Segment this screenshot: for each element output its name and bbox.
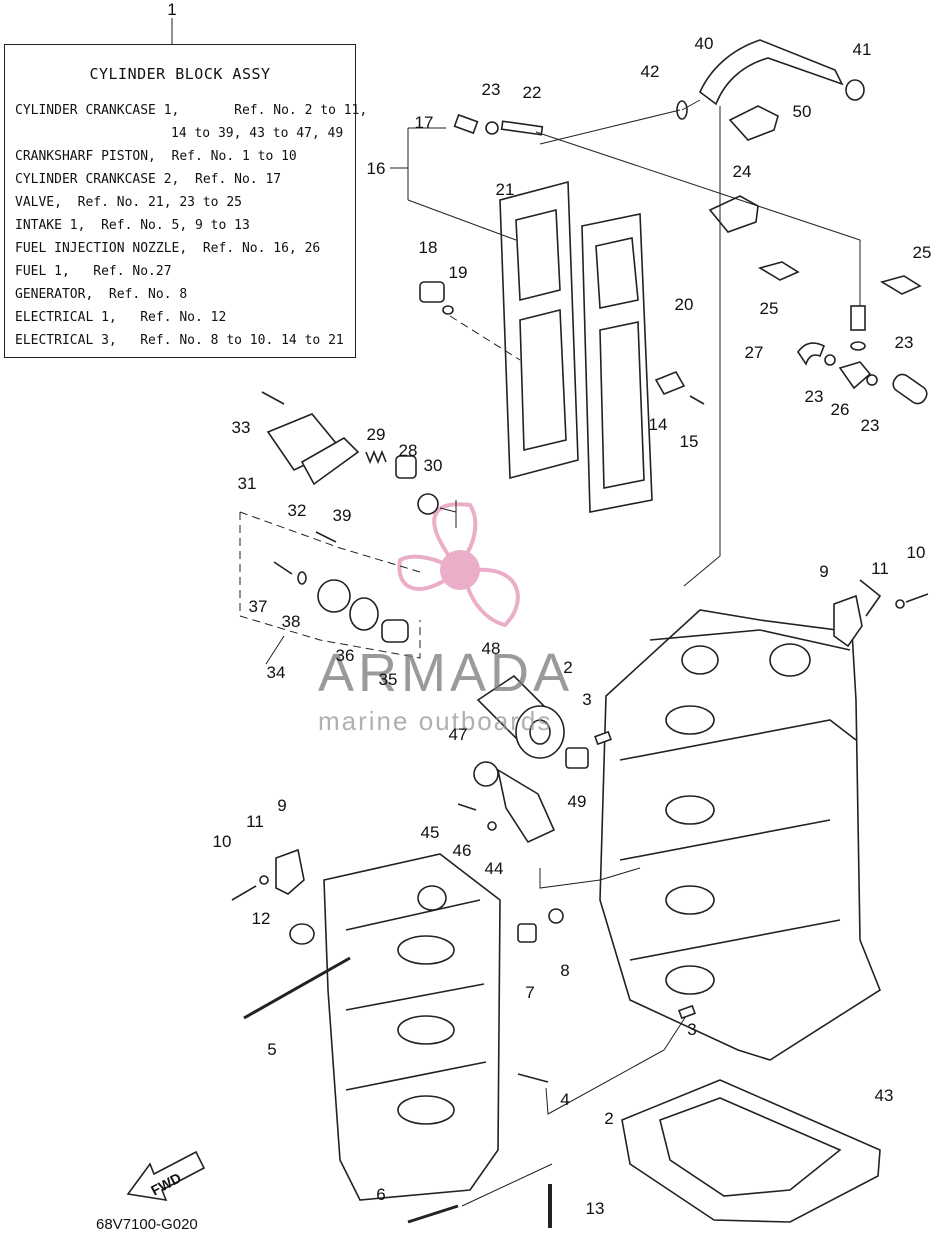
callout: 25 <box>759 299 779 318</box>
callout: 5 <box>267 1040 277 1059</box>
legend-line: GENERATOR, Ref. No. 8 <box>15 287 188 302</box>
callout: 31 <box>237 474 257 493</box>
callout: 19 <box>448 263 468 282</box>
callout: 25 <box>912 243 932 262</box>
callout: 44 <box>484 859 504 878</box>
hose-stub <box>850 305 866 331</box>
legend-line: 14 to 39, 43 to 47, 49 <box>171 126 344 141</box>
callout: 36 <box>335 646 355 665</box>
callout: 9 <box>277 796 287 815</box>
callout: 10 <box>906 543 926 562</box>
crankcase-left <box>323 853 501 1201</box>
callout: 18 <box>418 238 438 257</box>
callout: 15 <box>679 432 699 451</box>
watermark-tagline: marine outboards <box>318 706 553 736</box>
legend-line: CYLINDER CRANKCASE 2, Ref. No. 17 <box>15 172 282 187</box>
callout: 22 <box>522 83 542 102</box>
legend-line: INTAKE 1, Ref. No. 5, 9 to 13 <box>15 218 250 233</box>
oil-filter-48 <box>476 674 565 759</box>
callout: 20 <box>674 295 694 314</box>
fwd-arrow-icon <box>126 1150 206 1202</box>
callout: 13 <box>585 1199 605 1218</box>
callout: 29 <box>366 425 386 444</box>
callout: 39 <box>332 506 352 525</box>
callout: 48 <box>481 639 501 658</box>
legend-line: ELECTRICAL 1, Ref. No. 12 <box>15 310 227 325</box>
callout: 12 <box>251 909 271 928</box>
legend-line: ELECTRICAL 3, Ref. No. 8 to 10. 14 to 21 <box>15 333 344 348</box>
callout: 2 <box>563 658 573 677</box>
callout: 33 <box>231 418 251 437</box>
legend-line: VALVE, Ref. No. 21, 23 to 25 <box>15 195 242 210</box>
callout: 10 <box>212 832 232 851</box>
hose-40 <box>676 39 865 120</box>
callout: 11 <box>871 559 889 578</box>
callout: 37 <box>248 597 268 616</box>
legend-line: CRANKSHARF PISTON, Ref. No. 1 to 10 <box>15 149 297 164</box>
callout: 49 <box>567 792 587 811</box>
callout: 40 <box>694 34 714 53</box>
joint-26 <box>838 361 872 390</box>
callout: 30 <box>423 456 443 475</box>
callout: 23 <box>804 387 824 406</box>
callout-legend: 1 <box>167 0 177 19</box>
callout: 17 <box>414 113 434 132</box>
bracket-44 <box>496 768 556 844</box>
callout: 4 <box>560 1090 570 1109</box>
callout: 16 <box>366 159 386 178</box>
hose-27 <box>797 342 826 366</box>
callout: 23 <box>860 416 880 435</box>
callout: 3 <box>582 690 592 709</box>
watermark-brand: ARMADA <box>318 643 574 703</box>
gasket-32 <box>300 437 360 486</box>
callout: 14 <box>648 415 668 434</box>
legend-line: CYLINDER CRANKCASE 1, Ref. No. 2 to 11, <box>15 103 368 118</box>
callout: 23 <box>481 80 501 99</box>
callout: 43 <box>874 1086 894 1105</box>
clip-25b <box>879 275 922 295</box>
callout: 23 <box>894 333 914 352</box>
callout: 28 <box>398 441 418 460</box>
watermark-propeller-icon <box>397 502 520 628</box>
callout: 24 <box>732 162 752 181</box>
callout: 3 <box>687 1020 697 1039</box>
gasket-20 <box>581 213 653 513</box>
callout: 21 <box>495 180 515 199</box>
cover-plate <box>499 180 579 480</box>
legend-line: FUEL INJECTION NOZZLE, Ref. No. 16, 26 <box>15 241 321 256</box>
clip-25a <box>757 261 800 281</box>
callout: 34 <box>266 663 286 682</box>
callout: 50 <box>792 102 812 121</box>
callout: 47 <box>448 725 468 744</box>
drawing-code: 68V7100-G020 <box>96 1216 198 1233</box>
callout: 11 <box>246 812 264 831</box>
legend-title: CYLINDER BLOCK ASSY <box>89 65 271 83</box>
clip-50 <box>728 105 779 141</box>
callout: 7 <box>525 983 535 1002</box>
callout: 6 <box>376 1185 386 1204</box>
callout: 38 <box>281 612 301 631</box>
callout: 26 <box>830 400 850 419</box>
callout: 32 <box>287 501 307 520</box>
callout: 9 <box>819 562 829 581</box>
callout: 27 <box>744 343 764 362</box>
callout: 2 <box>604 1109 614 1128</box>
callout: 41 <box>852 40 872 59</box>
callout: 45 <box>420 823 440 842</box>
callout: 35 <box>378 670 398 689</box>
legend-line: FUEL 1, Ref. No.27 <box>15 264 172 279</box>
clip-24 <box>708 195 759 233</box>
legend-box: CYLINDER BLOCK ASSY CYLINDER CRANKCASE 1… <box>4 44 367 358</box>
callout: 8 <box>560 961 570 980</box>
cylinder-block-right <box>599 609 881 1061</box>
gasket-43 <box>621 1079 881 1223</box>
callout: 42 <box>640 62 660 81</box>
callout: 46 <box>452 841 472 860</box>
